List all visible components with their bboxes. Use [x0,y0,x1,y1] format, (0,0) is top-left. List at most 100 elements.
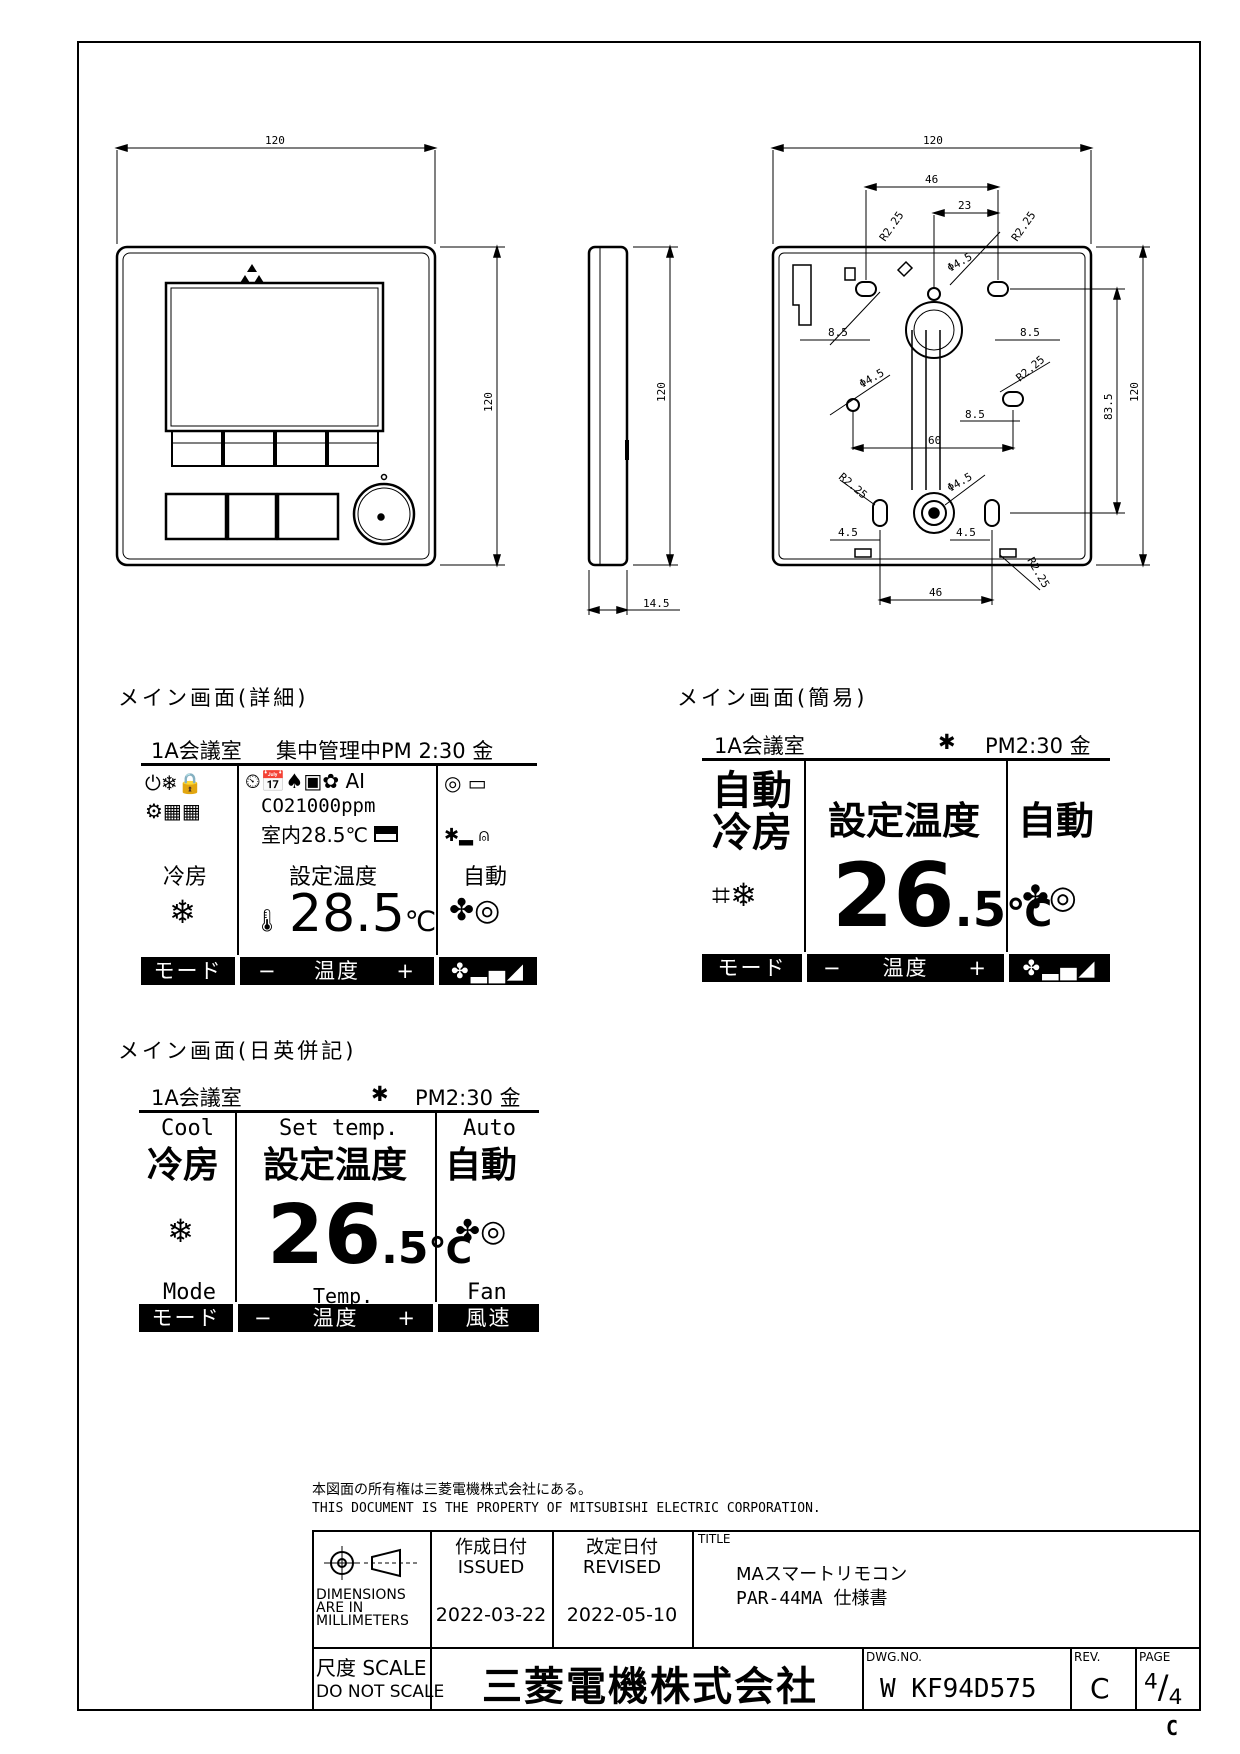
mitsubishi-logo-icon [240,264,264,283]
back-r225-dim: R2.25 [877,209,907,244]
projection-symbol-icon [324,1546,418,1580]
snowflake-icon: ❄ [167,1212,194,1250]
snowflake-icon: ❄ [169,893,196,931]
page-label: PAGE [1139,1650,1171,1664]
set-temp-value: 26.5℃ [832,846,1052,946]
status-time: 集中管理中PM 2:30 金 [276,739,494,763]
ai-indicator: AI [345,769,366,793]
temp-softkey-label: 温度 [882,956,929,980]
revised-jp: 改定日付 [586,1537,658,1558]
room-name: 1A会議室 [151,739,242,763]
title-line1: MAスマートリモコン [736,1564,908,1585]
back-d60-dim: 60 [928,434,941,447]
dim-line2: ARE IN [316,1600,364,1616]
page-fraction: 4/4 [1144,1668,1183,1711]
fan-speed-softkey[interactable]: 風速 [438,1304,539,1332]
temp-dec: .5 [954,882,1007,938]
set-temp-value: 28.5℃ [289,885,436,951]
temp-minus[interactable]: − [258,959,278,983]
status-icons-center: ⏲📅♠▣✿ AI [245,769,366,793]
temp-number: 28.5 [289,884,405,944]
front-height-dim: 120 [482,392,495,412]
mode-softkey[interactable]: モード [139,1304,233,1332]
back-r225-dim-5: R2.25 [1014,353,1048,384]
fan-speed-softkey[interactable]: ✤▂▄◢ [1009,954,1110,982]
mode-label: 自動冷房 [712,770,792,854]
back-phi45-dim: Φ4.5 [945,250,974,275]
back-height-dim: 120 [1128,382,1141,402]
temp-plus[interactable]: + [968,956,988,980]
side-view-outline [587,245,629,567]
dimensions-note: DIMENSIONS ARE IN MILLIMETERS [316,1588,409,1629]
side-height-dim: 120 [655,382,668,402]
mode-softkey[interactable]: モード [702,954,802,982]
bilingual-button-bar: モード − 温度 + 風速 [139,1304,539,1332]
fan-mode-label: 自動 [463,865,508,890]
temp-unit: ℃ [1006,891,1053,935]
rev-label: REV. [1074,1650,1101,1664]
issued-header: 作成日付 ISSUED [430,1538,552,1578]
status-icons-left-2: ⚙▦▦ [145,799,201,823]
temp-plus[interactable]: + [397,1306,417,1330]
temp-dec: .5 [381,1223,429,1274]
dwg-no: W KF94D575 [880,1674,1037,1704]
snowflake-icon: ⌗❄ [712,876,757,914]
fan-icon: ✤◎ [449,893,501,928]
title-label: TITLE [698,1532,731,1546]
temp-int: 26 [832,844,955,947]
bluetooth-icon: ✱ [938,730,956,754]
temp-minus[interactable]: − [823,956,843,980]
title-line2: PAR-44MA 仕様書 [736,1588,888,1609]
temp-plus[interactable]: + [396,959,416,983]
back-phi45-dim-3: Φ4.5 [945,470,974,495]
caption-detail: メイン画面(詳細) [118,686,309,710]
back-width-dim: 120 [923,134,943,147]
screen-detail: 1A会議室 集中管理中PM 2:30 金 ⏻❄🔒 ⚙▦▦ 冷房 ❄ ⏲📅♠▣✿ … [141,733,537,985]
back-d23-dim: 23 [958,199,971,212]
temp-softkey[interactable]: − 温度 + [238,1304,433,1332]
company-name: 三菱電機株式会社 [482,1664,818,1710]
front-button-ok [276,492,340,541]
back-r225-dim-2: R2.25 [1009,209,1039,244]
simple-button-bar: モード − 温度 + ✤▂▄◢ [702,954,1110,982]
revised-header: 改定日付 REVISED [552,1538,692,1578]
temp-softkey[interactable]: − 温度 + [807,954,1004,982]
thermometer-icon: 🌡 [253,909,281,934]
dim-line3: MILLIMETERS [316,1613,409,1629]
bilingual-header: 1A会議室 ✱ PM2:30 金 [139,1080,539,1113]
bluetooth-icon: ✱ [371,1082,389,1106]
back-r225-dim-4: R2.25 [836,470,870,501]
mode-caption-en: Mode [163,1280,216,1305]
detail-button-bar: モード − 温度 + ✤▂▄◢ [141,957,537,985]
temp-unit: ℃ [404,905,437,938]
front-lcd-window [164,281,385,433]
caption-simple: メイン画面(簡易) [677,686,868,710]
issued-en: ISSUED [457,1557,525,1578]
page-total: 4 [1168,1685,1183,1711]
caption-bilingual: メイン画面(日英併記) [118,1039,357,1063]
do-not-scale: DO NOT SCALE [316,1682,445,1702]
set-temp-value: 26.5℃ [267,1188,472,1284]
room-name: 1A会議室 [714,734,805,758]
signal-icon: ✱▂ ⍝ [444,825,490,846]
mode-softkey[interactable]: モード [141,957,235,985]
temp-minus[interactable]: − [254,1306,274,1330]
front-button-f2 [223,430,275,467]
back-r225-dim-3: R2.25 [1024,555,1052,590]
drawing-frame [77,41,1201,1711]
front-view-outline [115,245,437,567]
fan-jp: 自動 [445,1145,518,1186]
temp-unit: ℃ [428,1231,473,1272]
front-button-back [226,492,278,541]
back-d85-dim: 8.5 [828,326,848,339]
fan-en: Auto [463,1116,516,1141]
temp-softkey[interactable]: − 温度 + [240,957,434,985]
room-name: 1A会議室 [151,1086,242,1110]
time: PM2:30 金 [415,1086,521,1110]
status-icons-left: ⏻❄🔒 [145,771,203,795]
back-d85-dim-2: 8.5 [1020,326,1040,339]
technical-drawings: 120 120 120 14.5 120 120 83.5 46 23 R2.2… [114,134,1150,615]
fan-speed-softkey[interactable]: ✤▂▄◢ [439,957,537,985]
front-button-f4 [327,430,379,467]
scale-label: 尺度 SCALE [316,1656,427,1680]
